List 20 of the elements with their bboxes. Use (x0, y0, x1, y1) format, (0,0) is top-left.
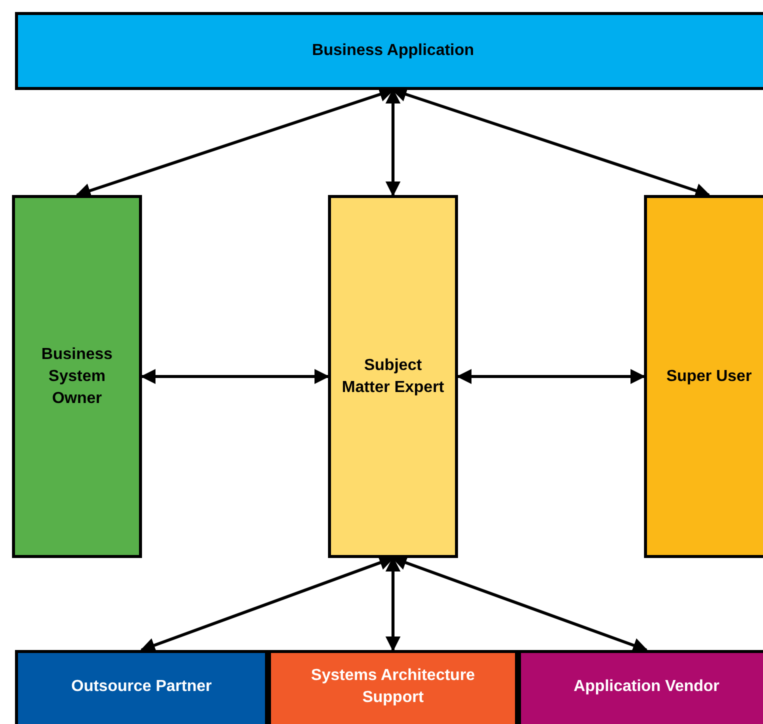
box-label: Subject Matter Expert (340, 356, 446, 398)
double-arrow (386, 88, 400, 196)
role-box (644, 195, 763, 558)
role-box (15, 650, 268, 724)
box-label: Business Application (312, 41, 474, 61)
box-label: Business System Owner (40, 344, 114, 408)
double-arrow (392, 556, 648, 652)
box-label: Application Vendor (574, 677, 720, 697)
double-arrow (140, 556, 394, 652)
box-label: Super User (666, 366, 752, 386)
role-box (328, 195, 458, 558)
double-arrow (456, 369, 646, 384)
double-arrow (140, 369, 330, 384)
role-box (268, 650, 518, 724)
double-arrow (386, 556, 400, 652)
box-label: Systems Architecture Support (310, 666, 476, 708)
role-box (15, 12, 763, 90)
role-box (518, 650, 763, 724)
role-box (12, 195, 142, 558)
box-label: Outsource Partner (71, 677, 212, 697)
